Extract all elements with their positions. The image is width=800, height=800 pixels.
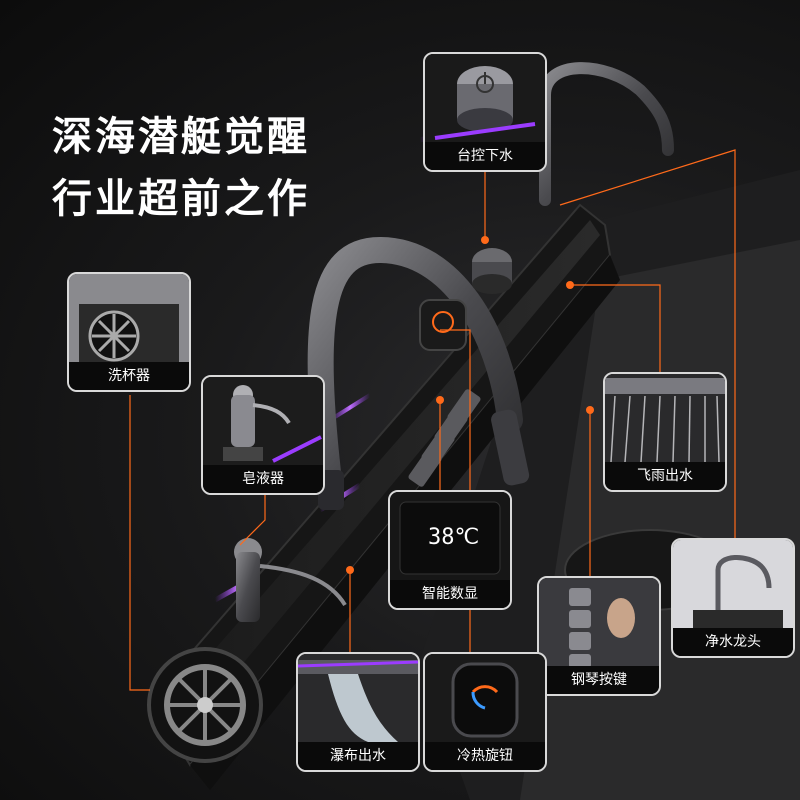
callout-label: 瀑布出水 [298, 742, 418, 770]
soap-dispenser-icon [203, 377, 323, 469]
callout-soap-dispenser: 皂液器 [201, 375, 325, 495]
deck-soap-dispenser [234, 538, 347, 622]
cup-washer-icon [69, 274, 189, 366]
callout-label: 智能数显 [390, 580, 510, 608]
waterfall-icon [298, 654, 418, 746]
headline-line-2: 行业超前之作 [52, 176, 310, 222]
temp-knob-deck [419, 299, 467, 351]
display-readout: 38℃ [428, 525, 479, 550]
callout-label: 洗杯器 [69, 362, 189, 390]
callout-label: 净水龙头 [673, 628, 793, 656]
callout-rain-flow: 飞雨出水 [603, 372, 727, 492]
callout-piano-keys: 钢琴按键 [537, 576, 661, 696]
rain-spray-icon [605, 374, 725, 466]
headline-line-1: 深海潜艇觉醒 [52, 114, 310, 160]
callout-purifier-faucet: 净水龙头 [671, 538, 795, 658]
purifier-gooseneck [539, 62, 674, 206]
callout-label: 钢琴按键 [539, 666, 659, 694]
piano-keys-icon [539, 578, 659, 670]
piano-key-row [408, 389, 481, 487]
callout-label: 台控下水 [425, 142, 545, 170]
callout-label: 冷热旋钮 [425, 742, 545, 770]
deck-cup-washer [147, 647, 263, 763]
callout-cup-washer: 洗杯器 [67, 272, 191, 392]
desk-knob-icon [425, 54, 545, 146]
callout-digital-display: 38℃ 智能数显 [388, 490, 512, 610]
deck-knob [472, 248, 512, 294]
callout-temp-knob: 冷热旋钮 [423, 652, 547, 772]
callout-waterfall: 瀑布出水 [296, 652, 420, 772]
purifier-faucet-icon [673, 540, 793, 632]
temp-knob-icon [425, 654, 545, 746]
callout-label: 飞雨出水 [605, 462, 725, 490]
digital-display-icon: 38℃ [390, 492, 510, 584]
callout-desk-control: 台控下水 [423, 52, 547, 172]
callout-label: 皂液器 [203, 465, 323, 493]
